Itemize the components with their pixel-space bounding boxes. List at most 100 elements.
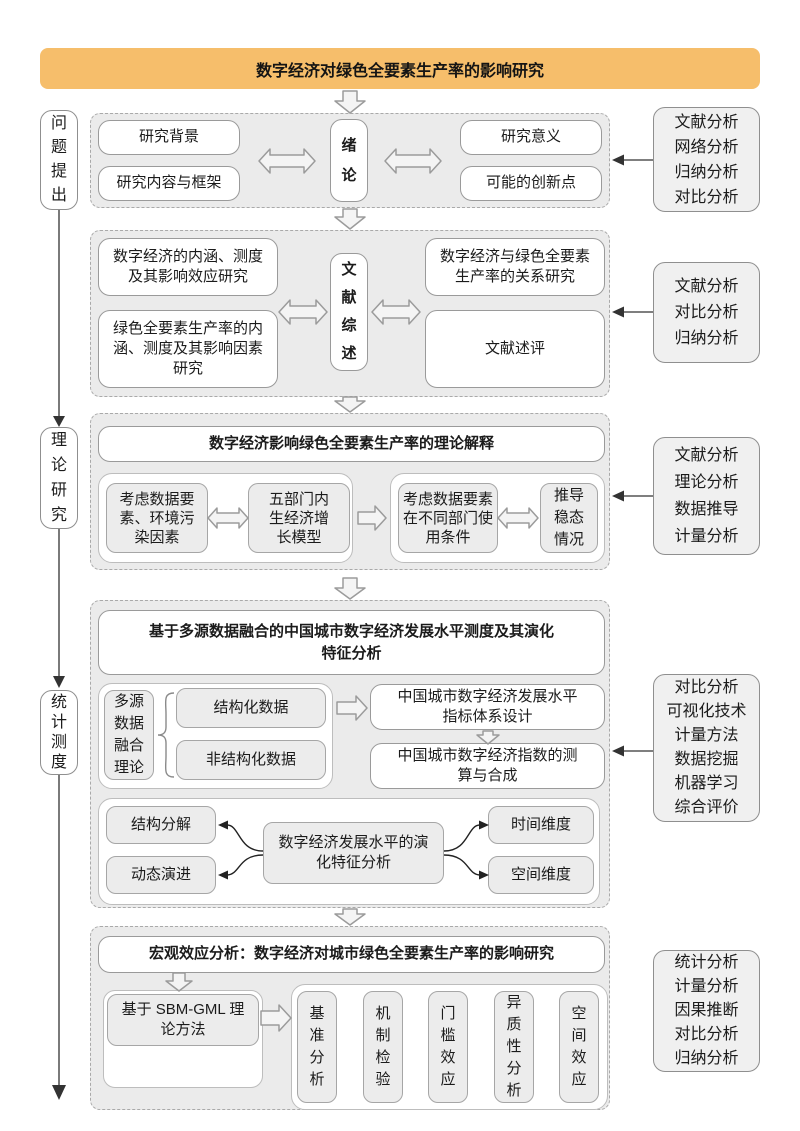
box-literature-review-center: 文献综述 — [330, 253, 368, 371]
box-label: 数字经济与绿色全要素生产率的关系研究 — [439, 247, 590, 285]
box-digital-economy-connotation: 数字经济的内涵、测度及其影响效应研究 — [98, 238, 278, 296]
box-theory-title: 数字经济影响绿色全要素生产率的理论解释 — [98, 426, 605, 462]
box-heterogeneity-analysis: 异质性分析 — [494, 991, 534, 1103]
box-label: 考虑数据要素在不同部门使用条件 — [403, 490, 494, 546]
box-steady-state-derivation: 推导稳态情况 — [540, 483, 598, 553]
flow-down-arrow-icon — [334, 208, 366, 230]
box-mechanism-test: 机制检验 — [363, 991, 403, 1103]
methods-connector-3 — [612, 490, 653, 502]
method-line: 数据挖掘 — [674, 751, 739, 768]
flow-down-arrow-icon — [334, 908, 366, 926]
box-label: 门槛效应 — [440, 1005, 456, 1088]
box-introduction-center: 绪论 — [330, 119, 368, 202]
box-possible-innovations: 可能的创新点 — [460, 166, 602, 201]
title-banner: 数字经济对绿色全要素生产率的影响研究 — [40, 48, 760, 89]
box-label: 非结构化数据 — [205, 750, 296, 768]
method-line: 计量分析 — [674, 978, 739, 995]
method-line: 网络分析 — [674, 138, 739, 156]
method-line: 因果推断 — [674, 1002, 739, 1019]
method-line: 归纳分析 — [674, 163, 739, 181]
box-research-significance: 研究意义 — [460, 120, 602, 155]
method-line: 归纳分析 — [674, 329, 739, 347]
rail-label-statistical-measurement: 统计测度 — [40, 690, 78, 775]
box-label: 绪论 — [341, 136, 357, 184]
flow-down-arrow-icon — [334, 90, 366, 114]
rail-label-problem-raising: 问题提出 — [40, 110, 78, 210]
box-label: 基准分析 — [309, 1005, 325, 1088]
rail-connector-2 — [53, 529, 65, 688]
rail-connector-3 — [52, 775, 66, 1100]
box-relationship-research: 数字经济与绿色全要素生产率的关系研究 — [425, 238, 605, 296]
box-label: 空间效应 — [571, 1005, 587, 1088]
box-time-dimension: 时间维度 — [488, 806, 594, 844]
box-label: 数字经济的内涵、测度及其影响效应研究 — [112, 247, 263, 285]
flow-down-arrow-icon — [334, 396, 366, 413]
box-benchmark-analysis: 基准分析 — [297, 991, 337, 1103]
method-line: 计量方法 — [674, 727, 739, 744]
flow-down-arrow-icon — [334, 577, 366, 600]
section-title: 数字经济影响绿色全要素生产率的理论解释 — [208, 434, 494, 452]
method-line: 文献分析 — [674, 113, 739, 131]
box-label: 文献综述 — [341, 261, 357, 362]
box-unstructured-data: 非结构化数据 — [176, 740, 326, 780]
box-label: 五部门内生经济增长模型 — [268, 490, 329, 546]
box-space-dimension: 空间维度 — [488, 856, 594, 894]
rail-label-text: 理论研究 — [50, 432, 67, 524]
methods-connector-1 — [612, 154, 653, 166]
method-line: 文献分析 — [674, 447, 739, 464]
box-index-calculation: 中国城市数字经济指数的测算与合成 — [370, 743, 605, 789]
diagram-title: 数字经济对绿色全要素生产率的影响研究 — [255, 62, 544, 80]
box-sbm-gml-method: 基于 SBM-GML 理论方法 — [107, 994, 259, 1046]
method-line: 对比分析 — [674, 679, 739, 696]
box-data-environment-factors: 考虑数据要素、环境污染因素 — [106, 483, 208, 553]
rail-label-theoretical-research: 理论研究 — [40, 427, 78, 529]
box-macro-effect-title: 宏观效应分析：数字经济对城市绿色全要素生产率的影响研究 — [98, 936, 605, 973]
box-label: 研究意义 — [500, 128, 561, 146]
method-line: 文献分析 — [674, 277, 739, 295]
method-line: 综合评价 — [674, 799, 739, 816]
box-threshold-effect: 门槛效应 — [428, 991, 468, 1103]
method-line: 可视化技术 — [666, 703, 747, 720]
method-line: 对比分析 — [674, 1026, 739, 1043]
box-label: 时间维度 — [510, 815, 571, 833]
methods-panel-measurement: 对比分析 可视化技术 计量方法 数据挖掘 机器学习 综合评价 — [653, 674, 760, 822]
method-line: 归纳分析 — [674, 1050, 739, 1067]
box-label: 异质性分析 — [506, 994, 522, 1099]
box-structured-data: 结构化数据 — [176, 688, 326, 728]
methods-panel-literature: 文献分析 对比分析 归纳分析 — [653, 262, 760, 363]
box-label: 基于 SBM-GML 理论方法 — [121, 1001, 245, 1038]
box-label: 结构化数据 — [213, 698, 289, 716]
box-research-background: 研究背景 — [98, 120, 240, 155]
methods-connector-2 — [612, 306, 653, 318]
box-label: 机制检验 — [375, 1005, 391, 1088]
box-label: 空间维度 — [510, 865, 571, 883]
box-research-content-framework: 研究内容与框架 — [98, 166, 240, 201]
box-label: 中国城市数字经济指数的测算与合成 — [397, 747, 578, 784]
box-label: 推导稳态情况 — [553, 487, 584, 548]
box-label: 研究背景 — [138, 128, 199, 146]
box-label: 数字经济发展水平的演化特征分析 — [278, 834, 429, 871]
box-structural-decomposition: 结构分解 — [106, 806, 216, 844]
rail-connector-1 — [53, 210, 65, 427]
box-spatial-effect: 空间效应 — [559, 991, 599, 1103]
box-label: 研究内容与框架 — [116, 174, 222, 192]
method-line: 数据推导 — [674, 501, 739, 518]
box-index-system-design: 中国城市数字经济发展水平指标体系设计 — [370, 684, 605, 730]
rail-label-text: 统计测度 — [50, 693, 67, 771]
methods-connector-4 — [612, 745, 653, 757]
box-label: 多源数据融合理论 — [113, 693, 144, 776]
section-title: 基于多源数据融合的中国城市数字经济发展水平测度及其演化特征分析 — [148, 622, 554, 662]
box-evolution-center: 数字经济发展水平的演化特征分析 — [263, 822, 444, 884]
method-line: 计量分析 — [674, 528, 739, 545]
box-five-sector-model: 五部门内生经济增长模型 — [248, 483, 350, 553]
methods-panel-macro-effect: 统计分析 计量分析 因果推断 对比分析 归纳分析 — [653, 950, 760, 1072]
box-gtfp-connotation: 绿色全要素生产率的内涵、测度及其影响因素研究 — [98, 310, 278, 388]
box-label: 动态演进 — [130, 865, 191, 883]
box-dynamic-evolution: 动态演进 — [106, 856, 216, 894]
rail-label-text: 问题提出 — [50, 115, 67, 204]
box-label: 可能的创新点 — [485, 174, 576, 192]
box-measurement-title: 基于多源数据融合的中国城市数字经济发展水平测度及其演化特征分析 — [98, 610, 605, 675]
method-line: 统计分析 — [674, 954, 739, 971]
methods-panel-introduction: 文献分析 网络分析 归纳分析 对比分析 — [653, 107, 760, 212]
